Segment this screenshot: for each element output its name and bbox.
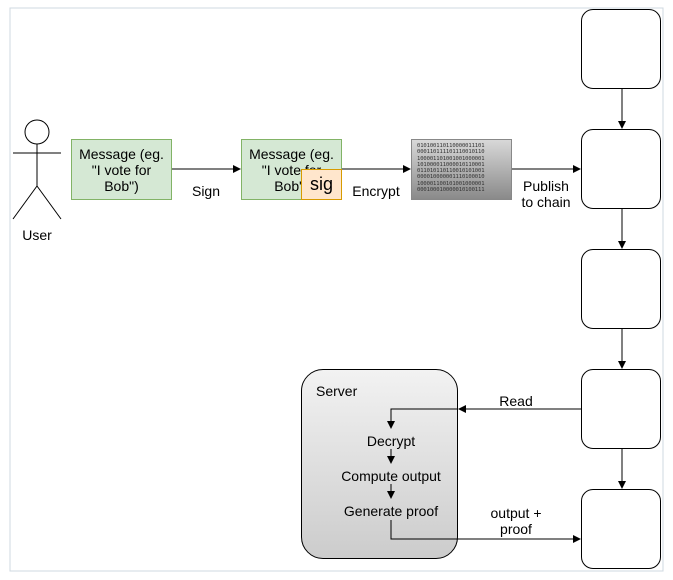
read-label: Read xyxy=(499,393,533,409)
message-box: Message (eg. "I vote for Bob") xyxy=(71,139,172,200)
ciphertext-line: 000110111101110010110 xyxy=(417,149,485,156)
server-step-proof: Generate proof xyxy=(343,503,439,519)
ciphertext-line: 011010110110010101001 xyxy=(417,168,485,175)
signature-badge: sig xyxy=(301,169,342,200)
ciphertext-line: 000100010000010100111 xyxy=(417,187,485,194)
chain-block xyxy=(581,489,661,569)
server-step-decrypt: Decrypt xyxy=(366,433,416,449)
chain-block xyxy=(581,9,661,89)
ciphertext-line: 100001100101001000001 xyxy=(417,180,485,187)
chain-block xyxy=(581,129,661,209)
chain-block xyxy=(581,369,661,449)
server-container xyxy=(301,369,458,559)
ciphertext-line: 000010000001110100010 xyxy=(417,174,485,181)
message-box-text: Message (eg. "I vote for Bob") xyxy=(79,145,164,194)
user-label: User xyxy=(22,227,52,243)
server-title: Server xyxy=(316,383,358,399)
ciphertext-line: 010100110110000011101 xyxy=(417,143,485,149)
chain-block xyxy=(581,249,661,329)
page-frame xyxy=(9,7,664,572)
sign-label: Sign xyxy=(191,183,221,199)
user-stick-figure-icon xyxy=(12,119,62,220)
server-step-compute: Compute output xyxy=(341,468,441,484)
output-label: output + proof xyxy=(490,505,542,537)
ciphertext-block: 010100110110000011101 000110111101110010… xyxy=(411,139,512,200)
encrypt-label: Encrypt xyxy=(352,183,400,199)
signed-message-text: Message (eg. "I vote for Bob") xyxy=(249,145,334,194)
ciphertext-line: 100001101001001000001 xyxy=(417,155,485,162)
publish-label: Publish to chain xyxy=(521,178,571,210)
ciphertext-line: 101000011000010110001 xyxy=(417,161,485,168)
